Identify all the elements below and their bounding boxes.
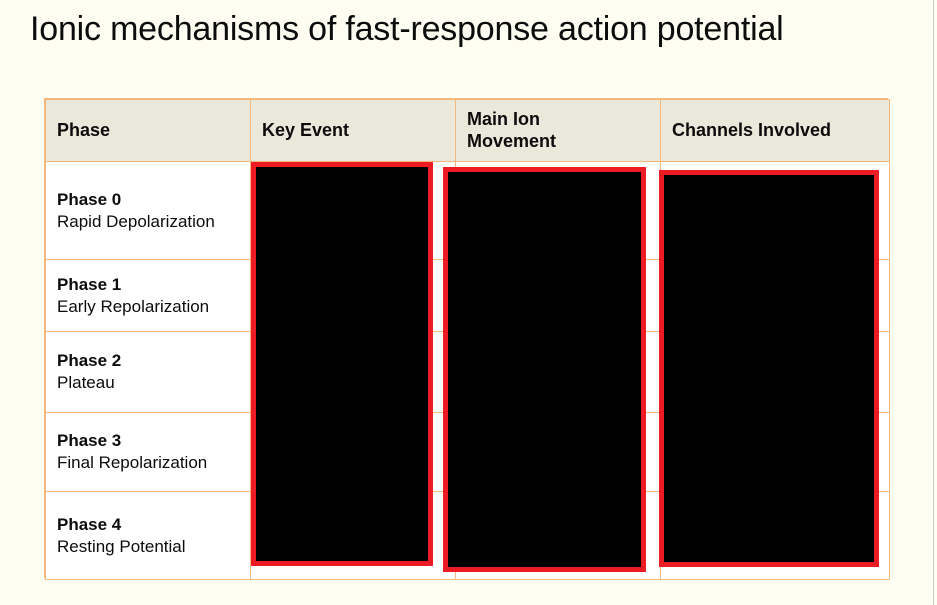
phase-label: Phase 1 xyxy=(57,274,122,294)
phase-description: Plateau xyxy=(57,373,115,392)
column-header-key-event: Key Event xyxy=(250,99,456,162)
column-header-main-ion-movement-line2: Movement xyxy=(467,130,557,151)
phase-label: Phase 2 xyxy=(57,351,122,371)
phase-description: Final Repolarization xyxy=(57,453,208,472)
column-header-main-ion-movement-line1: Main Ion xyxy=(467,108,540,129)
column-header-phase: Phase xyxy=(45,99,251,162)
cell-phase: Phase 3 Final Repolarization xyxy=(45,412,251,492)
phase-label: Phase 4 xyxy=(57,514,122,534)
phase-label: Phase 0 xyxy=(57,189,122,209)
phase-label: Phase 3 xyxy=(57,431,122,451)
cell-phase: Phase 4 Resting Potential xyxy=(45,491,251,580)
column-header-channels-involved: Channels Involved xyxy=(660,99,890,162)
table-header-row: Phase Key Event Main Ion Movement Channe… xyxy=(45,99,890,162)
redaction-box-main-ion-movement xyxy=(443,167,646,572)
phase-description: Resting Potential xyxy=(57,536,186,556)
table-header: Phase Key Event Main Ion Movement Channe… xyxy=(45,99,890,162)
column-header-main-ion-movement: Main Ion Movement xyxy=(455,99,661,162)
phase-description: Rapid Depolarization xyxy=(57,211,215,231)
cell-phase: Phase 2 Plateau xyxy=(45,331,251,413)
page-title: Ionic mechanisms of fast-response action… xyxy=(30,10,784,48)
redaction-box-key-event xyxy=(251,162,433,566)
cell-phase: Phase 0 Rapid Depolarization xyxy=(45,161,251,260)
redaction-box-channels-involved xyxy=(659,170,879,567)
phase-description: Early Repolarization xyxy=(57,296,210,316)
cell-phase: Phase 1 Early Repolarization xyxy=(45,259,251,332)
page-right-edge-line xyxy=(933,0,934,605)
